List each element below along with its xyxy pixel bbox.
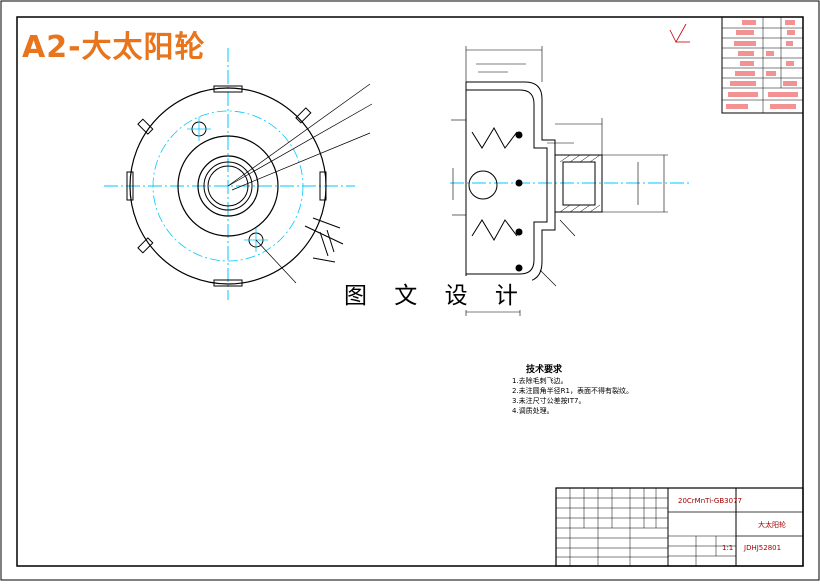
watermark-text: 图 文 设 计 — [340, 276, 532, 310]
part-name-label: 大太阳轮 — [758, 521, 786, 529]
leader-line — [231, 132, 371, 191]
leader-line — [227, 83, 371, 187]
scale-label: 1:1 — [722, 544, 734, 552]
section-hole — [468, 170, 498, 200]
tech-note: 1.去除毛刺飞边。 — [512, 377, 568, 385]
part-profile — [466, 81, 556, 283]
rim-notch — [295, 107, 312, 124]
rim-notch — [137, 118, 154, 135]
tech-requirements-list: 1.去除毛刺飞边。 2.未注圆角半径R1，表面不得有裂纹。 3.未注尺寸公差按I… — [512, 376, 633, 416]
dimension-lines — [451, 46, 668, 316]
small-hole — [515, 264, 523, 272]
rim-notch — [137, 237, 154, 254]
drawing-title: A2-大太阳轮 — [22, 30, 206, 65]
tech-note: 4.调质处理。 — [512, 407, 554, 415]
section-view — [450, 46, 690, 316]
material-label: 20CrMnTi-GB3077 — [678, 497, 742, 505]
title-block — [555, 487, 804, 567]
rim-notch — [126, 171, 134, 201]
tech-requirements-heading: 技术要求 — [526, 365, 563, 375]
bore-circle — [203, 161, 253, 211]
rim-notch — [319, 171, 327, 201]
leader-line — [227, 103, 373, 187]
slot-profile — [471, 126, 518, 149]
hatching — [559, 154, 601, 213]
roughness-symbol — [669, 23, 690, 43]
parameter-table — [721, 16, 804, 114]
hub-bore — [562, 161, 596, 206]
leader-line — [255, 239, 297, 284]
small-hole — [515, 228, 523, 236]
front-view — [104, 48, 373, 300]
inner-border — [16, 16, 804, 567]
part-inner-profile — [466, 89, 548, 275]
hub-profile — [555, 154, 603, 213]
drawing-number-label: JDHJ52801 — [744, 544, 782, 552]
small-hole — [515, 131, 523, 139]
tab-detail — [304, 217, 344, 263]
rim-notch — [213, 85, 243, 93]
tech-note: 3.未注尺寸公差按IT7。 — [512, 397, 586, 405]
hub-circle — [197, 155, 259, 217]
pitch-circle — [152, 110, 304, 262]
hub-outer-circle — [177, 135, 279, 237]
spline-circle — [207, 165, 249, 207]
small-hole — [515, 179, 523, 187]
slot-profile — [471, 219, 518, 242]
rim-notch — [213, 279, 243, 287]
tech-note: 2.未注圆角半径R1，表面不得有裂纹。 — [512, 387, 633, 395]
